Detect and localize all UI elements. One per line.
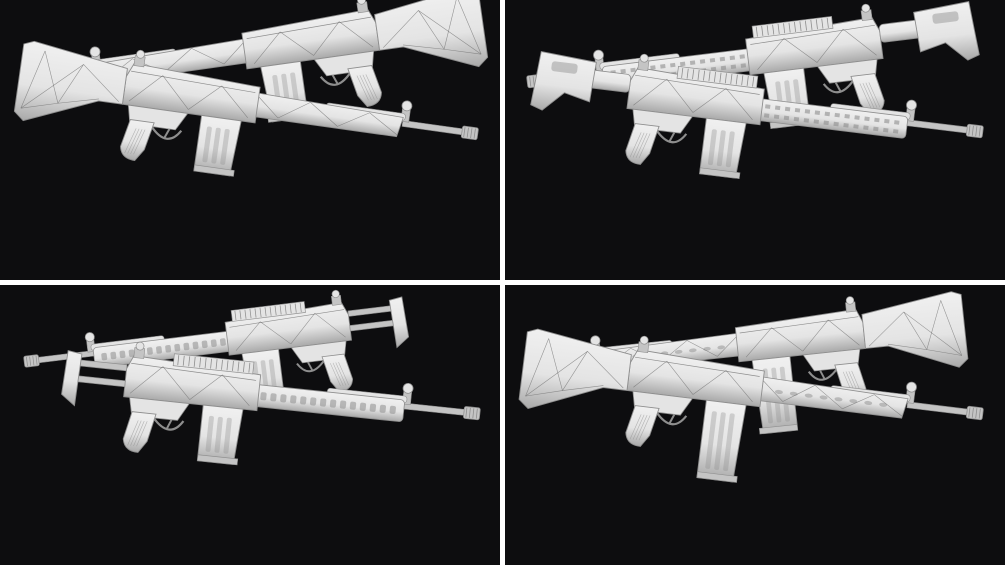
model-render: [23, 289, 481, 466]
top-picatinny-rail: [230, 301, 306, 322]
rifle-lower: [61, 341, 481, 466]
rifle-lower: [518, 328, 984, 483]
top-picatinny-rail: [676, 66, 759, 89]
handguard: [251, 92, 404, 138]
front-sight-hood: [906, 99, 917, 111]
adjustable-buttstock: [913, 1, 980, 61]
top-picatinny-rail: [172, 353, 255, 375]
trigger-guard: [822, 79, 855, 94]
buffer-tube: [878, 19, 921, 43]
magazine-baseplate: [197, 454, 239, 466]
panel-top-right: [505, 0, 1005, 280]
retractable-butt-plate: [61, 350, 83, 407]
fixed-buttstock: [861, 291, 969, 368]
model-render: [518, 291, 984, 483]
front-sight-hood: [84, 332, 95, 343]
trigger-guard: [152, 417, 185, 431]
panel-bottom-right: [505, 285, 1005, 565]
trigger: [668, 413, 676, 425]
flash-hider: [23, 354, 40, 368]
retractable-stock-strut-lower: [76, 375, 126, 388]
receiver: [626, 66, 765, 126]
barrel: [906, 119, 968, 134]
fixed-buttstock: [518, 328, 632, 410]
retractable-stock-strut-upper: [347, 305, 393, 317]
barrel: [906, 401, 968, 416]
model-render: [13, 0, 489, 177]
magazine-baseplate: [758, 424, 799, 435]
retractable-butt-plate: [388, 296, 410, 349]
front-sight-hood: [593, 49, 604, 61]
fixed-buttstock: [374, 0, 489, 68]
trigger: [307, 361, 314, 372]
trigger: [163, 128, 171, 139]
front-sight-hood: [89, 46, 101, 58]
trigger-guard: [655, 129, 688, 144]
front-sight-hood: [402, 382, 414, 394]
trigger: [165, 419, 173, 430]
barrel: [403, 402, 465, 416]
rifle-lower: [13, 40, 479, 177]
front-sight-hood: [401, 100, 413, 112]
barrel: [401, 120, 463, 136]
retractable-stock-strut-lower: [349, 319, 395, 332]
flash-hider: [463, 406, 481, 421]
magazine-baseplate: [193, 164, 235, 177]
rifle-lower: [530, 51, 984, 179]
top-picatinny-rail: [751, 16, 834, 39]
adjustable-buttstock: [530, 51, 597, 111]
trigger: [331, 74, 339, 85]
trigger-guard: [319, 71, 352, 86]
trigger-guard: [150, 125, 183, 140]
magazine-baseplate: [696, 471, 738, 483]
trigger: [668, 131, 676, 143]
receiver: [745, 16, 884, 76]
panel-bottom-left: [0, 285, 500, 565]
model-render: [526, 1, 984, 179]
trigger-guard: [296, 359, 326, 373]
trigger: [819, 369, 826, 380]
front-sight-hood: [906, 381, 917, 393]
trigger-guard: [807, 367, 838, 381]
magazine-baseplate: [699, 167, 741, 179]
flash-hider: [965, 405, 984, 421]
fixed-buttstock: [13, 40, 128, 122]
trigger: [834, 81, 842, 93]
trigger-guard: [655, 411, 688, 426]
flash-hider: [965, 123, 984, 139]
flash-hider: [460, 125, 479, 141]
panel-top-left: [0, 0, 500, 280]
